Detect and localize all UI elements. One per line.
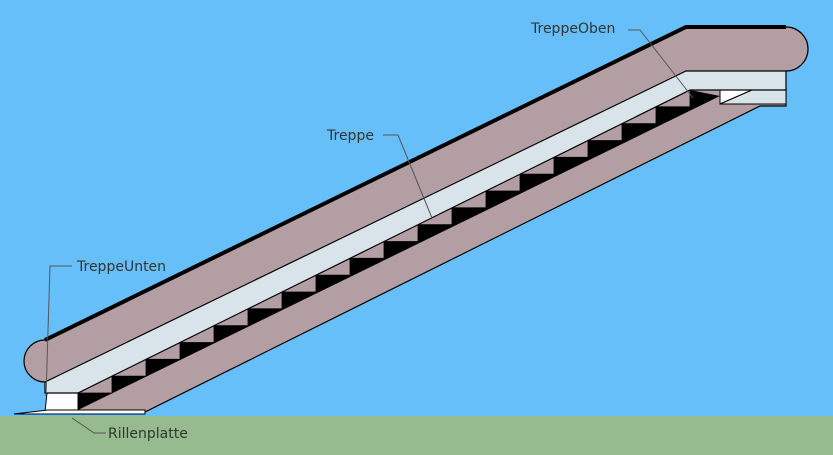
leader-rillenplatte bbox=[71, 417, 106, 434]
step-band bbox=[78, 90, 720, 410]
escalator-truss bbox=[74, 87, 787, 413]
landing-plate-bottom bbox=[44, 392, 79, 413]
leader-treppe-oben bbox=[628, 29, 694, 99]
leader-lines bbox=[45, 29, 694, 434]
label-rillenplatte: Rillenplatte bbox=[108, 426, 188, 442]
label-treppe-unten: TreppeUnten bbox=[76, 259, 166, 275]
handrail-top-edge bbox=[44, 25, 786, 342]
leader-treppe-unten bbox=[45, 265, 72, 397]
ground bbox=[0, 416, 833, 455]
leader-treppe bbox=[383, 134, 433, 219]
rillenplatte-wedge bbox=[13, 409, 146, 415]
label-treppe: Treppe bbox=[326, 128, 374, 144]
label-treppe-oben: TreppeOben bbox=[530, 21, 615, 37]
